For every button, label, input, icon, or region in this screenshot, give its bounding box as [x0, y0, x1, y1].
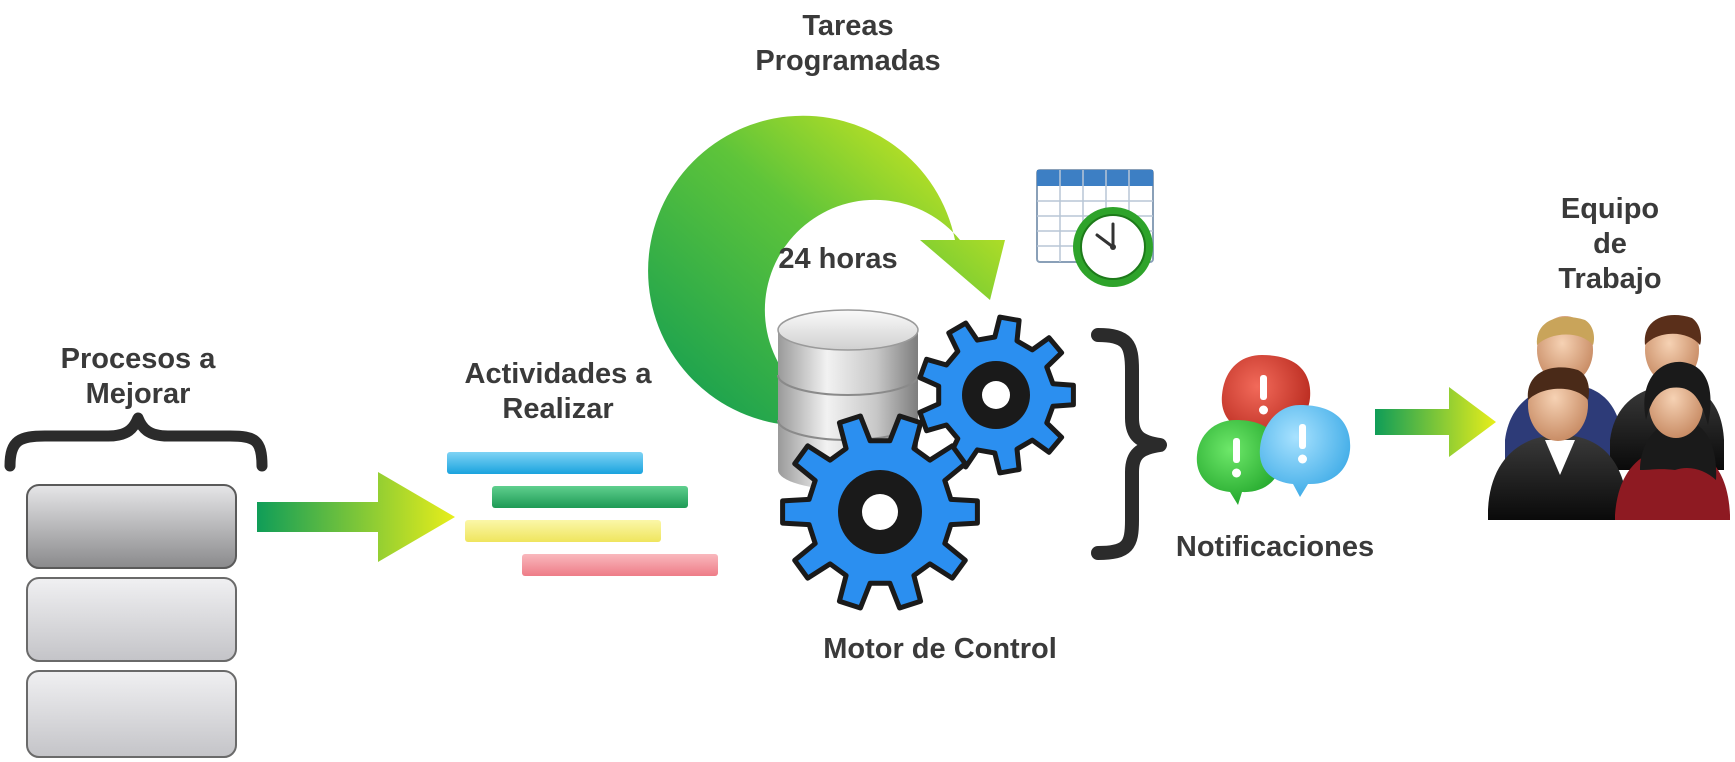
notificaciones-label: Notificaciones: [1176, 531, 1374, 563]
procesos-label-line2: Mejorar: [86, 378, 191, 410]
activity-bar-3: [465, 520, 661, 542]
process-box-1: [26, 484, 237, 569]
activity-bar-1: [447, 452, 643, 474]
activity-bar-2: [492, 486, 688, 508]
tareas-label-line2: Programadas: [755, 45, 940, 77]
calendar-clock-icon: [1036, 169, 1154, 287]
arrow-to-activities: [257, 472, 455, 562]
notifications-brace: [1091, 328, 1167, 560]
equipo-label-line2: de: [1593, 228, 1627, 260]
bubble-green: [1196, 420, 1282, 505]
gear-large: [780, 413, 980, 611]
actividades-label-line1: Actividades a: [465, 358, 653, 390]
gear-small: [917, 314, 1076, 476]
process-box-2: [26, 577, 237, 662]
process-box-3: [26, 670, 237, 758]
procesos-brace: [4, 412, 268, 472]
activity-bar-4: [522, 554, 718, 576]
speech-bubbles-icon: [1196, 355, 1351, 505]
equipo-label-line1: Equipo: [1561, 193, 1659, 225]
tareas-label-line1: Tareas: [802, 10, 893, 42]
bubble-blue: [1259, 405, 1351, 497]
person-front-left: [1488, 367, 1628, 520]
person-front-right: [1615, 361, 1730, 520]
process-stack: [26, 484, 237, 758]
scheduled-loop-arrow: [648, 115, 1005, 426]
team-people-icon: [1488, 315, 1730, 520]
horas-label: 24 horas: [778, 243, 897, 275]
procesos-label-line1: Procesos a: [61, 343, 217, 375]
arrow-to-team: [1375, 387, 1496, 457]
actividades-label-line2: Realizar: [502, 393, 613, 425]
motor-label: Motor de Control: [823, 633, 1057, 665]
gears-icon: [780, 314, 1076, 611]
activity-bars: [447, 452, 718, 576]
equipo-label-line3: Trabajo: [1558, 263, 1661, 295]
